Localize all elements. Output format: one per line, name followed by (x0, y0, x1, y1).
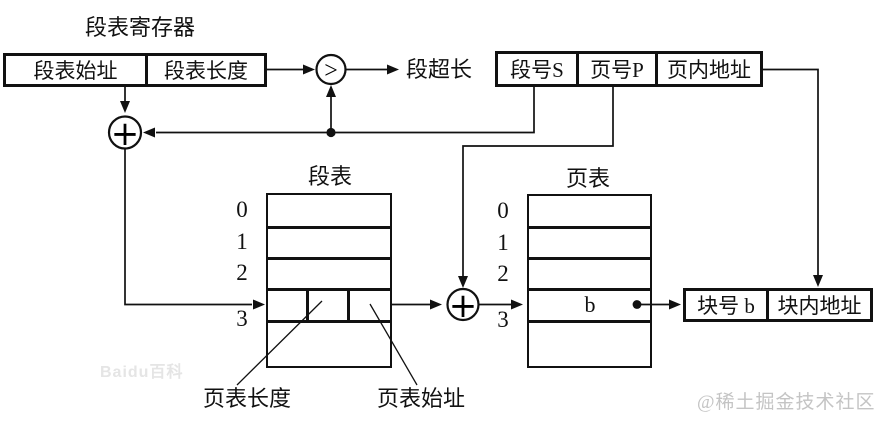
page-table-start-label: 页表始址 (377, 386, 466, 411)
segment-register-cell-start: 段表始址 (33, 59, 118, 83)
segment-table-subcell-divider-2 (347, 288, 350, 320)
segment-register-cell-length: 段表长度 (145, 56, 264, 84)
watermark-juejin: @稀土掘金技术社区 (697, 392, 876, 413)
arrowhead-into-comparator-bottom (326, 85, 336, 97)
segment-table (266, 193, 392, 368)
arrowhead-into-block-box (669, 299, 681, 310)
segment-register-box: 段表始址 段表长度 (3, 53, 267, 87)
operator-nodes: > + + (107, 53, 480, 326)
arrowheads (120, 64, 823, 310)
adder2-plus-icon: + (449, 286, 478, 326)
comparator-circle (315, 53, 347, 86)
page-table-title: 页表 (566, 166, 611, 191)
watermark-baidu: Baidu百科 (100, 364, 184, 381)
arrowhead-into-adder2-top (458, 276, 468, 288)
arrowhead-into-adder1-top (120, 101, 130, 113)
page-table-length-label: 页表长度 (203, 386, 292, 411)
connector-offset-to-block (762, 68, 819, 276)
page-table-row-label-0: 0 (497, 198, 509, 223)
adder1-circle (107, 115, 143, 150)
arrowhead-into-segment-table (253, 299, 265, 310)
junction-dots (326, 127, 642, 309)
adder2-circle (446, 287, 480, 322)
segment-table-row-label-3: 3 (236, 306, 248, 331)
arrowhead-into-page-table (511, 299, 523, 310)
arrowhead-into-block-offset (813, 275, 823, 287)
cell-block-offset: 块内地址 (766, 291, 870, 319)
page-table-row-label-1: 1 (497, 230, 509, 255)
page-table-row-label-3: 3 (497, 307, 509, 332)
junction-dot-bus (326, 127, 336, 138)
comparator-gt-icon: > (324, 58, 338, 84)
page-table-rowline-3 (529, 288, 650, 291)
page-table-row-label-2: 2 (497, 261, 509, 286)
leader-page-table-start (369, 303, 418, 386)
junction-dot-page-entry (632, 300, 642, 309)
segment-table-row-label-1: 1 (236, 229, 248, 254)
connector-adder1-to-segtable (124, 148, 252, 306)
segment-table-rowline-1 (268, 226, 390, 229)
page-table-entry-b: b (584, 292, 596, 317)
arrowhead-into-adder2-left (430, 299, 442, 310)
segment-table-row-label-2: 2 (236, 260, 248, 285)
segment-table-row-label-0: 0 (236, 197, 248, 222)
page-table-rowline-2 (529, 257, 650, 260)
segment-table-rowline-2 (268, 257, 390, 260)
segment-table-title: 段表 (308, 164, 353, 189)
logical-address-box: 段号S 页号P 页内地址 (495, 51, 763, 87)
connector-lines (124, 68, 819, 306)
segment-table-rowline-4 (268, 320, 390, 323)
connector-segno-to-adder1 (156, 87, 535, 134)
cell-segment-number: 段号S (510, 58, 564, 82)
arrowhead-into-comparator (303, 64, 315, 75)
physical-address-box: 块号 b 块内地址 (683, 288, 873, 322)
segment-overflow-label: 段超长 (406, 57, 473, 82)
page-table-rowline-1 (529, 226, 650, 229)
segment-table-subcell-divider-1 (306, 288, 309, 320)
cell-block-number: 块号 b (697, 294, 755, 318)
arrowhead-into-adder1-right (143, 127, 155, 138)
cell-page-offset: 页内地址 (655, 54, 760, 84)
segment-table-rowline-3 (268, 288, 390, 291)
cell-page-number: 页号P (576, 54, 655, 84)
segment-register-title: 段表寄存器 (85, 15, 196, 40)
adder1-plus-icon: + (111, 114, 140, 154)
page-table (527, 194, 652, 368)
connector-pageno-to-adder2 (462, 87, 614, 277)
page-table-rowline-4 (529, 320, 650, 323)
arrowhead-to-overflow (387, 64, 399, 75)
